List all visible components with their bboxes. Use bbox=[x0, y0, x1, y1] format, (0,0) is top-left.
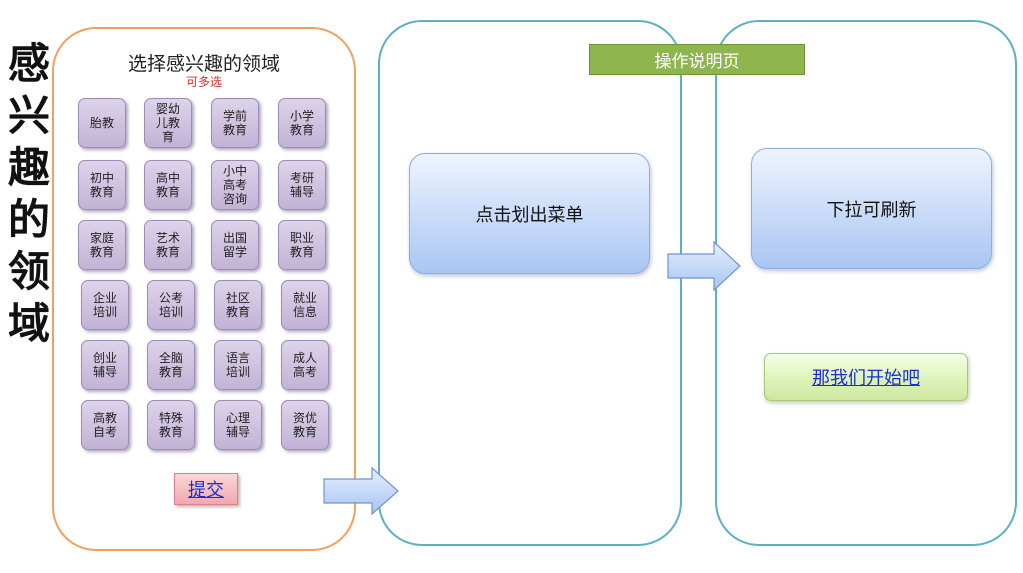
interest-chip-label: 心理辅导 bbox=[225, 411, 250, 439]
interest-chip[interactable]: 特殊教育 bbox=[147, 400, 195, 450]
interest-selection-panel bbox=[52, 27, 356, 551]
instructions-panel-refresh bbox=[715, 20, 1017, 546]
interest-chip[interactable]: 企业培训 bbox=[81, 280, 129, 330]
interest-chip-label: 公考培训 bbox=[158, 291, 183, 319]
side-title: 感兴趣的领域 bbox=[7, 39, 50, 348]
instructions-banner: 操作说明页 bbox=[589, 44, 805, 75]
interest-chip[interactable]: 社区教育 bbox=[214, 280, 262, 330]
interest-chip-label: 成人高考 bbox=[292, 351, 317, 379]
interest-chip-label: 就业信息 bbox=[292, 291, 317, 319]
submit-button[interactable]: 提交 bbox=[174, 473, 238, 505]
interest-chip[interactable]: 职业教育 bbox=[278, 220, 326, 270]
interest-chip-label: 出国留学 bbox=[222, 231, 247, 259]
selection-subtitle: 可多选 bbox=[185, 75, 222, 89]
interest-chip-label: 考研辅导 bbox=[289, 171, 314, 199]
arrow-right-icon bbox=[667, 240, 741, 292]
interest-chip[interactable]: 高教自考 bbox=[81, 400, 129, 450]
interest-chip-label: 企业培训 bbox=[92, 291, 117, 319]
interest-chip[interactable]: 小中高考咨询 bbox=[211, 160, 259, 210]
interest-chip-label: 全脑教育 bbox=[158, 351, 183, 379]
instructions-panel-menu bbox=[378, 20, 682, 546]
interest-chip[interactable]: 高中教育 bbox=[144, 160, 192, 210]
interest-chip[interactable]: 公考培训 bbox=[147, 280, 195, 330]
interest-chip[interactable]: 资优教育 bbox=[281, 400, 329, 450]
interest-chip-label: 初中教育 bbox=[89, 171, 114, 199]
pull-refresh-hint: 下拉可刷新 bbox=[751, 148, 992, 269]
slide-menu-hint: 点击划出菜单 bbox=[409, 153, 650, 274]
interest-chip[interactable]: 初中教育 bbox=[78, 160, 126, 210]
interest-chip-label: 社区教育 bbox=[225, 291, 250, 319]
interest-chip[interactable]: 艺术教育 bbox=[144, 220, 192, 270]
interest-chip-label: 小中高考咨询 bbox=[222, 164, 247, 206]
interest-chip[interactable]: 语言培训 bbox=[214, 340, 262, 390]
interest-chip-label: 学前教育 bbox=[222, 109, 247, 137]
interest-chip-label: 语言培训 bbox=[225, 351, 250, 379]
interest-chip-label: 艺术教育 bbox=[155, 231, 180, 259]
interest-chip-label: 资优教育 bbox=[292, 411, 317, 439]
interest-chip[interactable]: 创业辅导 bbox=[81, 340, 129, 390]
interest-chip[interactable]: 成人高考 bbox=[281, 340, 329, 390]
interest-chip-label: 婴幼儿教育 bbox=[155, 102, 180, 144]
interest-chip-label: 小学教育 bbox=[289, 109, 314, 137]
interest-chip-label: 特殊教育 bbox=[158, 411, 183, 439]
interest-chip-label: 高教自考 bbox=[92, 411, 117, 439]
interest-chip[interactable]: 小学教育 bbox=[278, 98, 326, 148]
interest-chip[interactable]: 出国留学 bbox=[211, 220, 259, 270]
interest-chip[interactable]: 考研辅导 bbox=[278, 160, 326, 210]
interest-chip-label: 职业教育 bbox=[289, 231, 314, 259]
selection-title: 选择感兴趣的领域 bbox=[127, 53, 280, 75]
start-button[interactable]: 那我们开始吧 bbox=[764, 353, 968, 401]
interest-chip[interactable]: 就业信息 bbox=[281, 280, 329, 330]
interest-chip[interactable]: 学前教育 bbox=[211, 98, 259, 148]
interest-chip-label: 胎教 bbox=[89, 116, 114, 130]
interest-chip-label: 高中教育 bbox=[155, 171, 180, 199]
interest-chip[interactable]: 家庭教育 bbox=[78, 220, 126, 270]
interest-chip-label: 家庭教育 bbox=[89, 231, 114, 259]
interest-chip[interactable]: 全脑教育 bbox=[147, 340, 195, 390]
interest-chip[interactable]: 心理辅导 bbox=[214, 400, 262, 450]
interest-chip[interactable]: 婴幼儿教育 bbox=[144, 98, 192, 148]
interest-chip[interactable]: 胎教 bbox=[78, 98, 126, 148]
arrow-right-icon bbox=[323, 466, 399, 516]
interest-chip-label: 创业辅导 bbox=[92, 351, 117, 379]
